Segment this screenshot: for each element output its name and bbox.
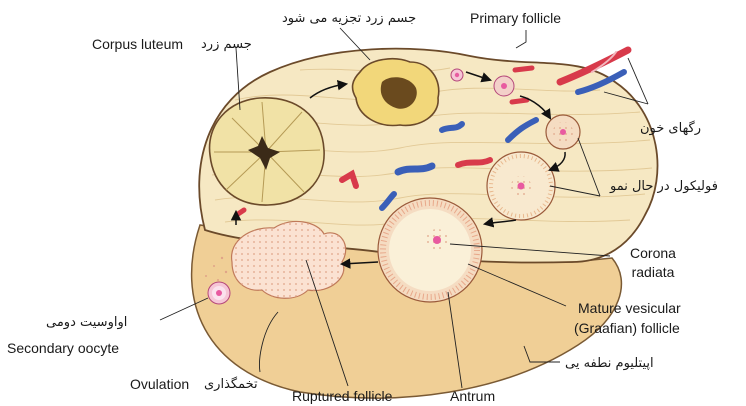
growing-follicles-label: فولیکول در حال نمو	[610, 178, 718, 195]
mature-graafian-follicle	[378, 198, 482, 302]
antrum-label: Antrum	[450, 388, 495, 405]
mature-follicle-label-2: (Graafian) follicle	[574, 320, 680, 337]
blood-vessels-label: رگهای خون	[640, 120, 701, 137]
corona-radiata-label-2: radiata	[618, 264, 688, 281]
degenerating-corpus-luteum-label: جسم زرد تجزیه می شود	[282, 10, 416, 27]
corona-radiata-label-1: Corona	[618, 245, 688, 262]
secondary-oocyte	[208, 282, 230, 304]
corpus-luteum	[210, 98, 325, 205]
ruptured-follicle-label: Ruptured follicle	[292, 388, 392, 405]
secondary-oocyte-label-fa: اواوسیت دومی	[46, 314, 127, 331]
mature-follicle-label-1: Mature vesicular	[578, 300, 681, 317]
germinal-epithelium-label: اپیتلیوم نطفه یی	[565, 355, 654, 372]
corpus-luteum-label-en: Corpus luteum	[92, 36, 183, 53]
corpus-luteum-label-fa: جسم زرد	[201, 36, 252, 53]
primary-follicle-label: Primary follicle	[470, 10, 561, 27]
ovulation-label-en: Ovulation	[130, 376, 189, 393]
degenerating-corpus-luteum	[353, 59, 439, 126]
secondary-oocyte-label-en: Secondary oocyte	[7, 340, 119, 357]
ovulation-label-fa: تخمگذاری	[204, 376, 258, 393]
